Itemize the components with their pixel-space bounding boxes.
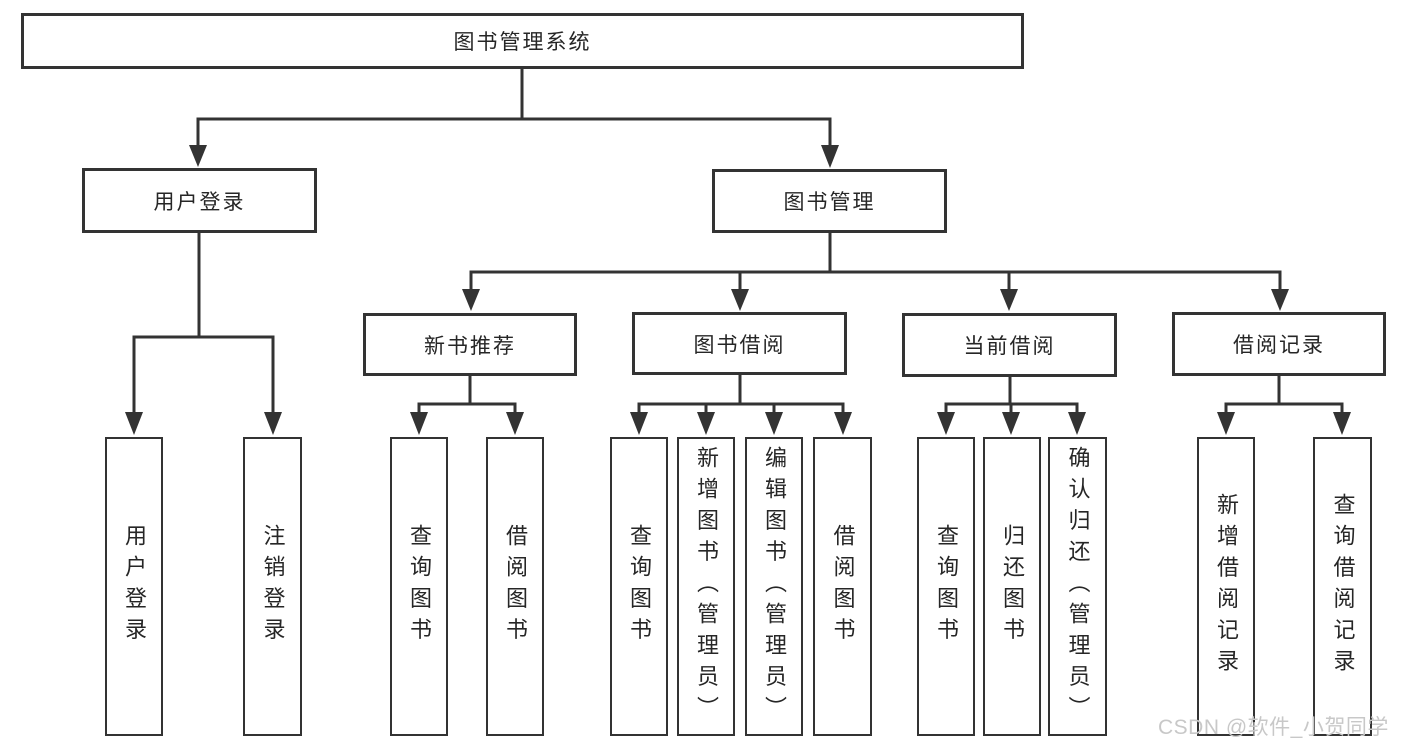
leaf-query-borrow-record: 查询借阅记录 [1313, 437, 1372, 736]
leaf-query-books-current: 查询图书 [917, 437, 975, 736]
leaf-query-books-borrowing: 查询图书 [610, 437, 668, 736]
leaf-borrow-books-recommend: 借阅图书 [486, 437, 544, 736]
leaf-query-books-recommend: 查询图书 [390, 437, 448, 736]
node-library-management-system: 图书管理系统 [21, 13, 1024, 69]
leaf-logout: 注销登录 [243, 437, 302, 736]
watermark: CSDN @软件_小贺同学 [1158, 716, 1389, 739]
node-book-borrowing: 图书借阅 [632, 312, 847, 375]
leaf-return-book: 归还图书 [983, 437, 1041, 736]
node-current-borrowing: 当前借阅 [902, 313, 1117, 377]
node-new-book-recommend: 新书推荐 [363, 313, 577, 376]
leaf-add-borrow-record: 新增借阅记录 [1197, 437, 1255, 736]
node-borrow-records: 借阅记录 [1172, 312, 1386, 376]
node-user-login: 用户登录 [82, 168, 317, 233]
leaf-confirm-return-admin: 确认归还（管理员） [1048, 437, 1107, 736]
leaf-borrow-books: 借阅图书 [813, 437, 872, 736]
node-book-management: 图书管理 [712, 169, 947, 233]
leaf-edit-book-admin: 编辑图书（管理员） [745, 437, 803, 736]
leaf-add-book-admin: 新增图书（管理员） [677, 437, 735, 736]
leaf-user-login: 用户登录 [105, 437, 163, 736]
